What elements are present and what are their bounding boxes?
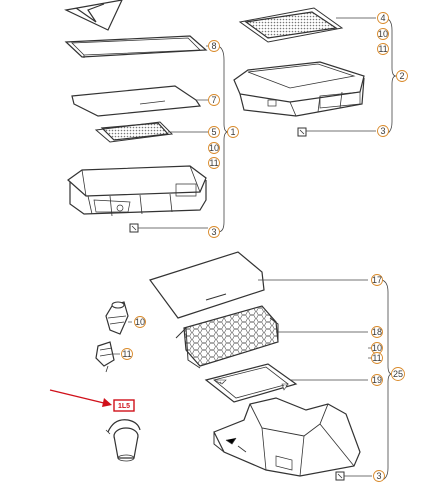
notice-symbol: [64, 0, 123, 31]
part-grille-18: [175, 305, 279, 369]
callout-10: 10: [371, 342, 383, 354]
callout-11: 11: [208, 157, 220, 169]
svg-text:5: 5: [211, 127, 216, 137]
callout-19: 19: [371, 374, 383, 386]
part-cover-7: [71, 85, 202, 117]
part-mat-4: [238, 7, 344, 43]
callout-10: 10: [377, 28, 389, 40]
part-storage-tray: [233, 61, 365, 117]
svg-text:2: 2: [399, 71, 404, 81]
svg-text:11: 11: [378, 44, 387, 54]
part-console-base: [213, 397, 361, 477]
callout-18: 18: [371, 326, 383, 338]
callout-7: 7: [208, 94, 220, 106]
callout-10: 10: [208, 142, 220, 154]
callout-25: 25: [391, 367, 405, 381]
part-insert-5: [94, 121, 174, 143]
part-mat-19: [204, 363, 298, 403]
callout-3: 3: [373, 470, 385, 482]
callout-11: 11: [371, 352, 383, 364]
svg-text:11: 11: [209, 158, 218, 168]
part-socket-10: [105, 301, 129, 335]
svg-text:19: 19: [372, 375, 382, 385]
svg-text:11: 11: [122, 349, 131, 359]
svg-text:7: 7: [211, 95, 216, 105]
callout-3: 3: [377, 125, 389, 137]
svg-text:25: 25: [393, 369, 403, 379]
part-clip-3-bottom: [335, 471, 345, 481]
svg-text:11: 11: [372, 353, 381, 363]
callout-3: 3: [208, 226, 220, 238]
part-clip-3-top: [297, 127, 307, 137]
callout-17: 17: [371, 274, 383, 286]
svg-text:4: 4: [380, 13, 385, 23]
callout-2: 2: [396, 70, 408, 82]
leader-lines: [112, 17, 376, 477]
part-armrest-box: [67, 165, 207, 217]
svg-text:1: 1: [230, 127, 235, 137]
highlight-label: 1L5: [113, 399, 135, 412]
svg-text:17: 17: [372, 275, 382, 285]
part-lid-17: [149, 251, 265, 319]
svg-text:18: 18: [372, 327, 382, 337]
svg-text:3: 3: [376, 471, 381, 481]
bracket-group-25: [381, 279, 393, 481]
callout-1: 1: [227, 126, 239, 138]
bracket-group-1: [217, 45, 229, 233]
svg-text:8: 8: [211, 41, 216, 51]
callout-11: 11: [377, 43, 389, 55]
part-socket-11: [95, 341, 115, 373]
svg-text:3: 3: [211, 227, 216, 237]
callout-4: 4: [377, 12, 389, 24]
highlight-arrow: [49, 389, 112, 407]
callout-8: 8: [208, 40, 220, 52]
svg-text:10: 10: [135, 317, 145, 327]
svg-text:10: 10: [209, 143, 219, 153]
part-cup-holder: [105, 419, 141, 462]
callout-5: 5: [208, 126, 220, 138]
part-clip-3-left: [129, 223, 139, 233]
svg-text:3: 3: [380, 126, 385, 136]
bracket-group-2: [385, 17, 397, 135]
callout-11: 11: [121, 348, 133, 360]
svg-text:10: 10: [378, 29, 388, 39]
svg-text:10: 10: [372, 343, 382, 353]
callout-10: 10: [134, 316, 146, 328]
svg-text:1L5: 1L5: [118, 403, 130, 410]
part-mat-8: [64, 35, 208, 58]
